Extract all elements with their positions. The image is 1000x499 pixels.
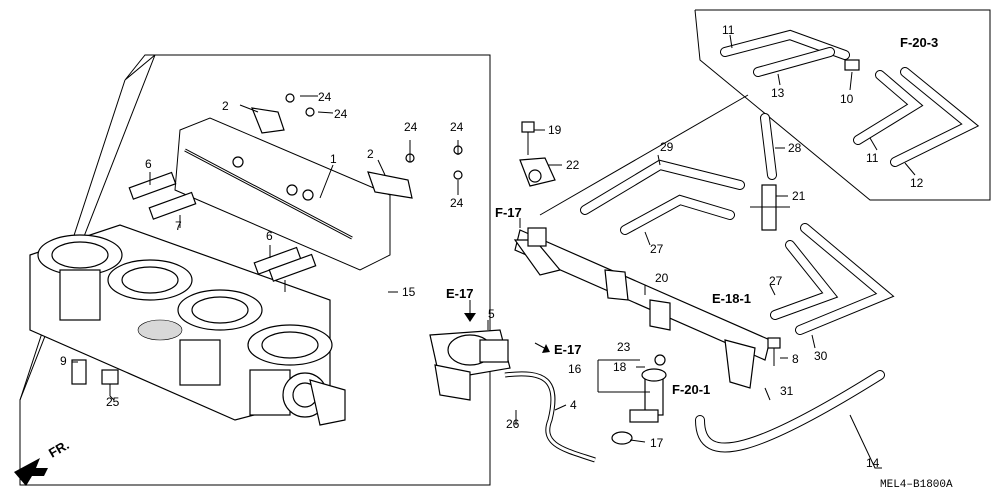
callout-28: 28 [788, 141, 802, 155]
tube-12 [890, 67, 980, 167]
bracket-upper [251, 107, 285, 134]
tube-27-lower [770, 240, 839, 320]
tube-28 [760, 113, 777, 180]
injector-single [611, 354, 667, 445]
ref-e17-b: E-17 [554, 342, 581, 357]
callout-24a: 24 [318, 90, 332, 104]
front-label: FR. [46, 437, 72, 460]
callout-23: 23 [617, 340, 631, 354]
callout-29: 29 [660, 140, 674, 154]
callout-labels: 1 2 2 4 5 6 6 7 8 9 10 11 11 12 13 14 15… [60, 23, 924, 470]
callout-24e: 24 [450, 196, 464, 210]
callout-11b: 11 [866, 151, 879, 165]
diagram-code: MEL4–B1800A [880, 479, 953, 491]
ref-f17: F-17 [495, 205, 522, 220]
tube-27-upper [620, 194, 735, 235]
callout-16: 16 [568, 362, 582, 376]
joint-21 [750, 184, 790, 231]
callout-12: 12 [910, 176, 924, 190]
callout-10: 10 [840, 92, 854, 106]
callout-26: 26 [506, 417, 520, 431]
callout-17: 17 [650, 436, 664, 450]
arrow-e17b [534, 342, 550, 353]
callout-2a: 2 [222, 99, 229, 113]
callout-24d: 24 [450, 120, 464, 134]
tube-11-lower [853, 70, 924, 145]
callout-6a: 6 [145, 157, 152, 171]
callout-21: 21 [792, 189, 806, 203]
callout-8: 8 [792, 352, 799, 366]
callout-9: 9 [60, 354, 67, 368]
callout-19: 19 [548, 123, 562, 137]
fuel-rail-rod [184, 148, 353, 240]
callout-4: 4 [570, 398, 577, 412]
ref-f20-1: F-20-1 [672, 382, 710, 397]
callout-2b: 2 [367, 147, 374, 161]
clamp-22 [519, 157, 556, 187]
bolt-8 [767, 337, 781, 366]
callout-5: 5 [488, 307, 495, 321]
ref-f20-3: F-20-3 [900, 35, 938, 50]
callout-25: 25 [106, 395, 120, 409]
callout-27a: 27 [650, 242, 664, 256]
callout-6b: 6 [266, 229, 273, 243]
callout-22: 22 [566, 158, 580, 172]
tube-31 [695, 370, 885, 453]
front-arrow: FR. [14, 437, 72, 486]
tube-30 [795, 223, 895, 335]
callout-20: 20 [655, 271, 669, 285]
reference-labels: F-17 E-17 E-17 E-18-1 F-20-1 F-20-3 [446, 35, 938, 397]
small-fittings [232, 93, 463, 201]
tube-29 [580, 159, 745, 215]
sensor-bracket [71, 359, 119, 396]
bracket-lower [367, 171, 413, 199]
pressure-regulator [429, 329, 511, 401]
callout-11a: 11 [722, 23, 735, 37]
leader-lines [72, 34, 916, 443]
injector-upper [128, 171, 197, 220]
callout-7: 7 [175, 219, 182, 233]
ref-e17-a: E-17 [446, 286, 473, 301]
throttle-body [29, 224, 346, 426]
clip-10 [844, 59, 860, 71]
bolt-19 [521, 121, 535, 155]
arrow-e17a [464, 300, 476, 322]
fuel-rail [513, 227, 771, 389]
callout-24b: 24 [334, 107, 348, 121]
fuel-hose [504, 371, 596, 463]
callout-27b: 27 [769, 274, 783, 288]
callout-31: 31 [780, 384, 794, 398]
callout-15: 15 [402, 285, 416, 299]
callout-18: 18 [613, 360, 627, 374]
callout-13: 13 [771, 86, 785, 100]
assembly-subframe [174, 117, 391, 271]
tube-frame [694, 9, 991, 201]
injector-lower [253, 246, 317, 282]
ref-e18-1: E-18-1 [712, 291, 751, 306]
callout-1: 1 [330, 152, 337, 166]
tube-13 [753, 47, 835, 77]
callout-30: 30 [814, 349, 828, 363]
callout-14: 14 [866, 456, 880, 470]
callout-24c: 24 [404, 120, 418, 134]
hose-leader-frame [539, 94, 882, 469]
